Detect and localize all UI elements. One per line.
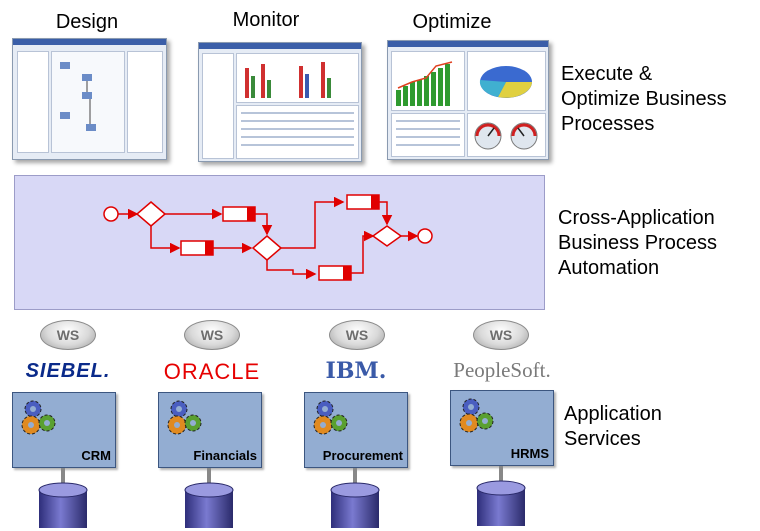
gears-icon	[313, 400, 348, 435]
execute-optimize-label: Execute & Optimize Business Processes	[561, 62, 727, 137]
execute-line-1: Execute &	[561, 63, 653, 85]
app-label-financials: Financials	[193, 448, 257, 463]
ws-badge-oracle: WS	[184, 320, 240, 350]
database-icon	[476, 480, 526, 526]
app-box-financials: Financials	[158, 392, 262, 468]
cross-app-line-2: Business Process	[558, 232, 717, 254]
execute-line-2: Optimize Business	[561, 88, 727, 110]
design-screenshot	[12, 38, 167, 160]
process-flow-band	[14, 175, 545, 310]
app-label-hrms: HRMS	[510, 446, 549, 461]
app-services-label: Application Services	[564, 402, 662, 452]
app-services-line-2: Services	[564, 428, 641, 450]
app-label-crm: CRM	[81, 448, 111, 463]
cross-app-line-3: Automation	[558, 257, 660, 279]
oracle-logo: ORACLE	[163, 359, 261, 384]
label-monitor: Monitor	[232, 9, 300, 31]
split-gateway	[135, 201, 167, 227]
db-connector	[207, 468, 211, 484]
optimize-screenshot	[387, 40, 549, 160]
monitor-screenshot	[198, 42, 362, 162]
app-label-procurement: Procurement	[322, 448, 403, 463]
gears-icon	[167, 400, 202, 435]
gears-icon	[459, 398, 494, 433]
siebel-logo: SIEBEL.	[25, 360, 111, 382]
app-box-crm: CRM	[12, 392, 116, 468]
ws-badge-ibm: WS	[329, 320, 385, 350]
execute-line-3: Processes	[561, 113, 655, 135]
label-optimize: Optimize	[412, 11, 492, 33]
database-icon	[184, 482, 234, 528]
label-design: Design	[55, 11, 119, 33]
cross-app-line-1: Cross-Application	[558, 207, 715, 229]
ws-badge-peoplesoft: WS	[473, 320, 529, 350]
start-event	[103, 206, 119, 222]
database-icon	[330, 482, 380, 528]
gears-icon	[21, 400, 56, 435]
cross-app-label: Cross-Application Business Process Autom…	[558, 206, 717, 281]
app-box-hrms: HRMS	[450, 390, 554, 466]
end-event	[417, 228, 433, 244]
ibm-logo: IBM.	[325, 358, 387, 384]
join-gateway	[371, 225, 403, 247]
process-flow-diagram	[103, 194, 433, 281]
peoplesoft-logo: PeopleSoft.	[453, 358, 551, 382]
db-connector	[353, 468, 357, 484]
app-box-procurement: Procurement	[304, 392, 408, 468]
ws-badge-siebel: WS	[40, 320, 96, 350]
db-connector	[61, 468, 65, 484]
merge-gateway	[251, 235, 283, 261]
database-icon	[38, 482, 88, 528]
app-services-line-1: Application	[564, 403, 662, 425]
db-connector	[499, 466, 503, 482]
